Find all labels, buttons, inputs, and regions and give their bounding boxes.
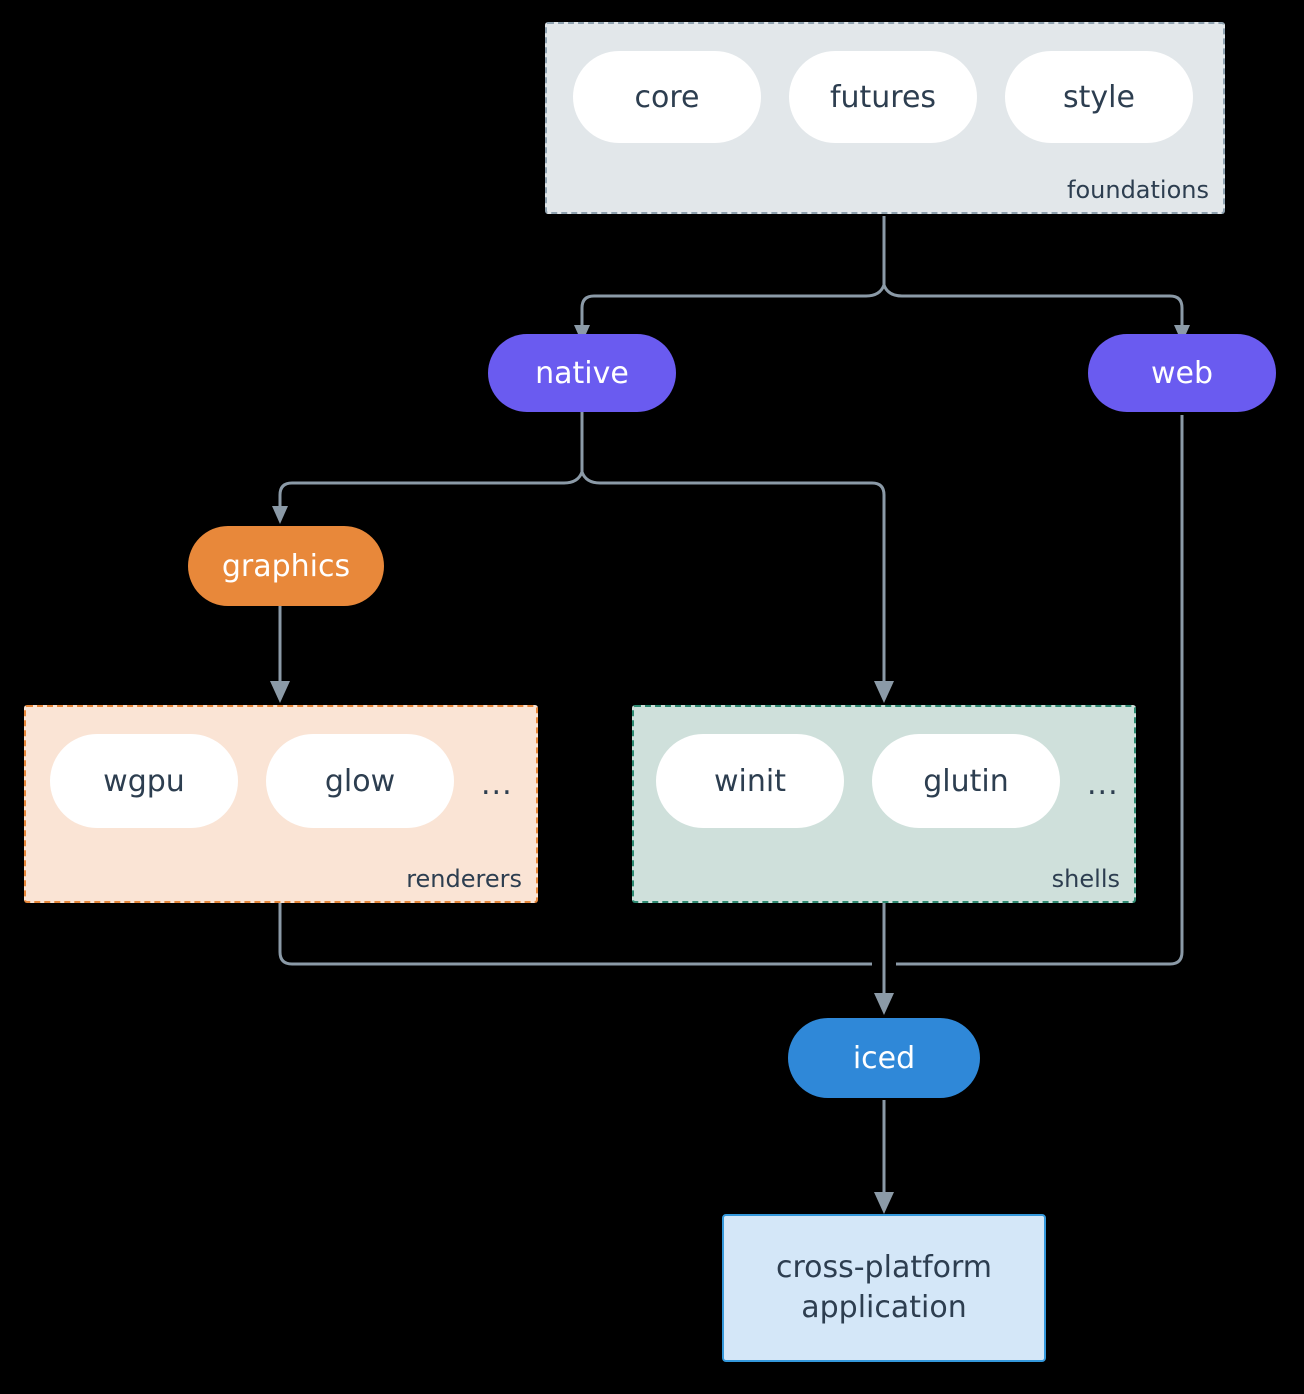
- arrow-head-renderers: [270, 681, 290, 703]
- application-label-line1: cross-platform: [775, 1249, 993, 1285]
- cluster-label-shells: shells: [1051, 865, 1120, 893]
- arrow-head-iced: [874, 993, 894, 1015]
- cluster-label-renderers: renderers: [406, 865, 522, 893]
- arrow-head-graphics: [272, 506, 288, 524]
- node-cross-platform-application[interactable]: cross-platform application: [722, 1214, 1046, 1362]
- pill-glutin[interactable]: glutin: [872, 734, 1060, 828]
- edge-native-to-graphics: [278, 471, 584, 512]
- node-graphics-label: graphics: [221, 548, 351, 584]
- node-web-label: web: [1150, 355, 1214, 391]
- pill-wgpu[interactable]: wgpu: [50, 734, 238, 828]
- node-graphics[interactable]: graphics: [188, 526, 384, 606]
- application-label-line2: application: [801, 1290, 967, 1325]
- node-native[interactable]: native: [488, 334, 676, 412]
- node-iced[interactable]: iced: [788, 1018, 980, 1098]
- pill-style-label: style: [1063, 79, 1135, 115]
- arrow-head-shells: [874, 681, 894, 703]
- pill-futures[interactable]: futures: [789, 51, 977, 143]
- node-web[interactable]: web: [1088, 334, 1276, 412]
- pill-core-label: core: [634, 79, 700, 115]
- pill-winit[interactable]: winit: [656, 734, 844, 828]
- node-native-label: native: [535, 355, 629, 391]
- pill-style[interactable]: style: [1005, 51, 1193, 143]
- cluster-label-foundations: foundations: [1067, 176, 1209, 204]
- pill-winit-label: winit: [714, 763, 786, 799]
- edge-foundations-to-web: [882, 284, 1184, 330]
- pill-glow[interactable]: glow: [266, 734, 454, 828]
- pill-futures-label: futures: [829, 79, 937, 115]
- edge-renderers-to-iced: [278, 903, 872, 966]
- edge-native-to-shells: [580, 471, 886, 688]
- pill-wgpu-label: wgpu: [103, 763, 185, 799]
- arrow-head-application: [874, 1192, 894, 1214]
- edge-foundations-to-native: [580, 284, 886, 330]
- renderers-ellipsis: ...: [481, 767, 513, 802]
- shells-ellipsis: ...: [1087, 767, 1119, 802]
- pill-glow-label: glow: [324, 763, 396, 799]
- pill-core[interactable]: core: [573, 51, 761, 143]
- pill-glutin-label: glutin: [923, 763, 1009, 799]
- node-iced-label: iced: [852, 1040, 916, 1076]
